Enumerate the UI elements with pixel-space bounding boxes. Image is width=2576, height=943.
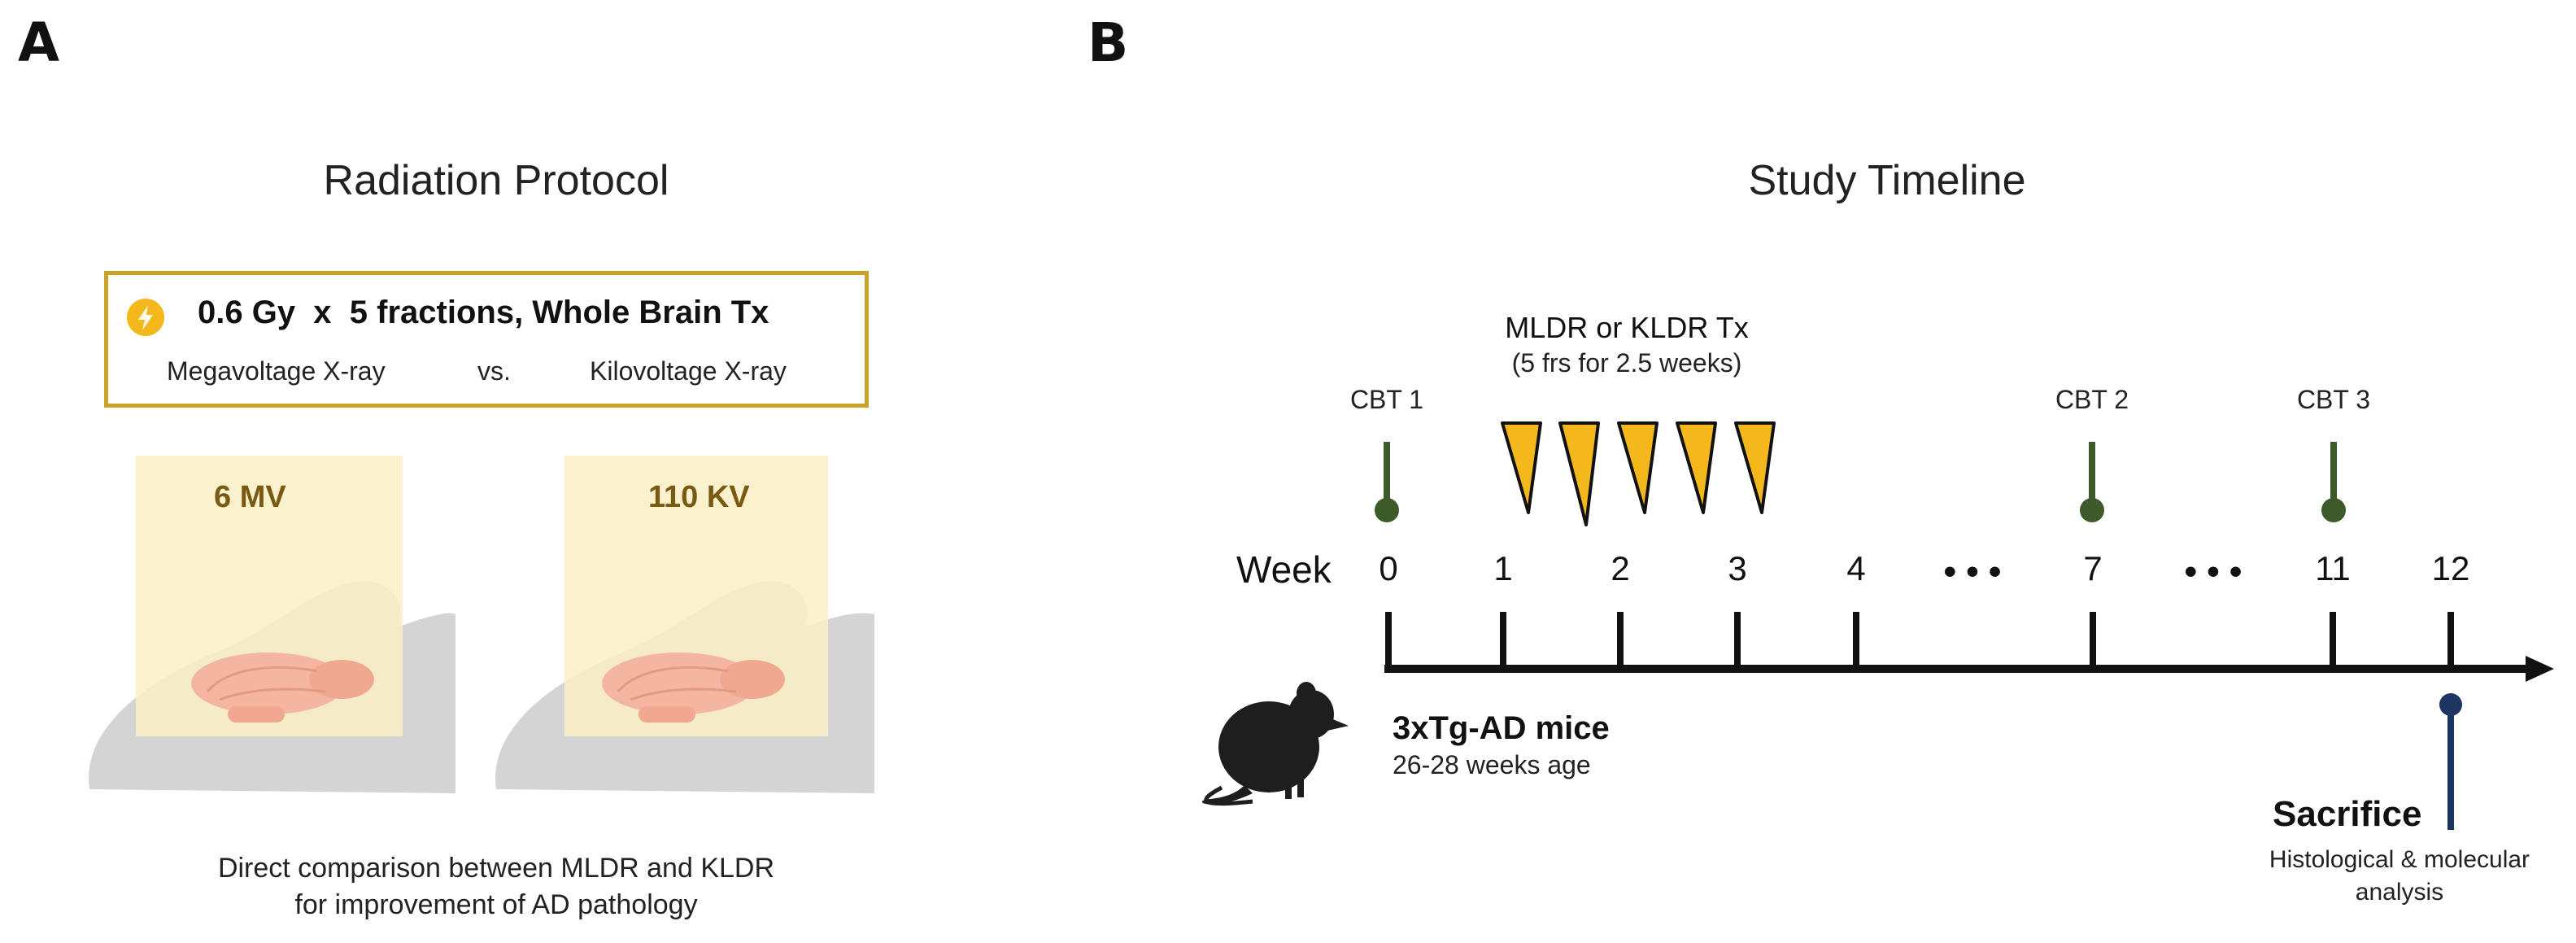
cbt-label-3: CBT 3 — [2296, 385, 2371, 414]
analysis-line-2: analysis — [2355, 879, 2444, 906]
fraction-wedge-4 — [1676, 421, 1717, 514]
panel-b-letter: B — [1087, 11, 1129, 74]
lightning-icon — [126, 298, 165, 337]
cbt-label-2: CBT 2 — [2055, 385, 2129, 414]
tx-label-line-2: (5 frs for 2.5 weeks) — [1511, 348, 1742, 378]
week-tick-label: 11 — [2315, 549, 2351, 587]
week-tick-label: 1 — [1493, 549, 1513, 587]
brain-right — [602, 653, 785, 723]
week-tick-label: 7 — [2083, 549, 2103, 587]
ellipsis-2: • • • — [2184, 552, 2243, 592]
fraction-wedge-3 — [1617, 421, 1658, 514]
megavoltage-label: Megavoltage X-ray — [167, 356, 386, 386]
timeline-graphic — [1201, 421, 2554, 830]
beam-label-6mv: 6 MV — [214, 480, 286, 514]
panel-b-title: Study Timeline — [1748, 157, 2026, 204]
mice-label: 3xTg-AD mice — [1393, 710, 1610, 746]
kilovoltage-label: Kilovoltage X-ray — [590, 356, 787, 386]
cbt-label-1: CBT 1 — [1349, 385, 1424, 414]
timeline-arrowhead — [2526, 656, 2554, 682]
mice-age: 26-28 weeks age — [1393, 750, 1591, 779]
week-tick-label: 2 — [1611, 549, 1630, 587]
sacrifice-pin — [2439, 693, 2462, 830]
cbt-pin-3 — [2321, 442, 2346, 522]
caption-line-1: Direct comparison between MLDR and KLDR — [217, 853, 775, 884]
brain-left — [191, 653, 374, 723]
irradiation-illustration — [89, 456, 874, 793]
fraction-wedges — [1501, 421, 1776, 526]
cbt-pin-2 — [2080, 442, 2104, 522]
mouse-icon — [1201, 682, 1349, 806]
panel-a-title: Radiation Protocol — [323, 157, 669, 204]
week-tick-label: 3 — [1728, 549, 1747, 587]
analysis-line-1: Histological & molecular — [2269, 846, 2530, 873]
caption-line-2: for improvement of AD pathology — [294, 889, 698, 920]
week-tick-label: 4 — [1846, 549, 1866, 587]
protocol-box: 0.6 Gy x 5 fractions, Whole Brain Tx Meg… — [104, 271, 869, 408]
tx-label-line-1: MLDR or KLDR Tx — [1505, 311, 1749, 344]
sacrifice-label: Sacrifice — [2273, 794, 2422, 834]
fraction-wedge-5 — [1734, 421, 1776, 514]
week-label: Week — [1236, 548, 1332, 591]
ellipsis-1: • • • — [1943, 552, 2002, 592]
vs-label: vs. — [477, 356, 511, 386]
panel-a-letter: A — [18, 11, 60, 74]
fraction-wedge-2 — [1558, 421, 1600, 526]
week-ticks — [1385, 612, 2454, 672]
week-tick-label: 0 — [1379, 549, 1398, 587]
week-tick-label: 12 — [2431, 549, 2470, 587]
beam-label-110kv: 110 KV — [648, 480, 750, 514]
dose-line: 0.6 Gy x 5 fractions, Whole Brain Tx — [198, 295, 769, 330]
fraction-wedge-1 — [1501, 421, 1542, 514]
cbt-pin-1 — [1375, 442, 1399, 522]
